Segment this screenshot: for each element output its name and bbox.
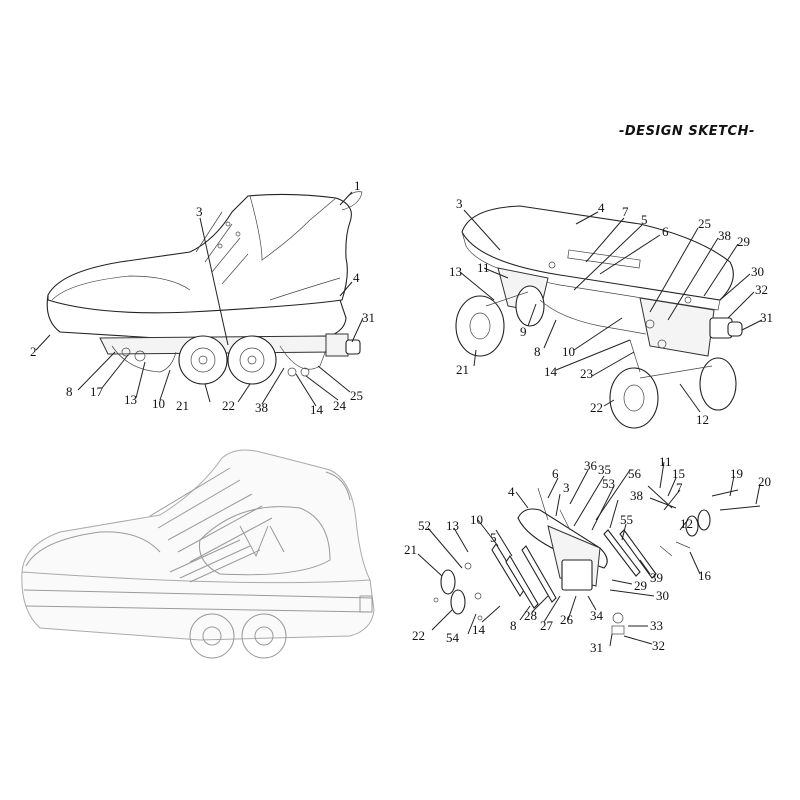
exploded-view-drawing xyxy=(433,485,761,635)
exp-label-52: 52 xyxy=(418,518,431,533)
exp-label-13: 13 xyxy=(446,518,459,533)
persp-label-25: 25 xyxy=(698,216,711,231)
side-label-17: 17 xyxy=(90,384,104,399)
persp-label-9: 9 xyxy=(520,324,527,339)
persp-label-8: 8 xyxy=(534,344,541,359)
exp-label-34: 34 xyxy=(590,608,604,623)
persp-label-7: 7 xyxy=(622,204,629,219)
persp-label-21: 21 xyxy=(456,362,469,377)
exp-label-5: 5 xyxy=(490,530,497,545)
exp-label-12: 12 xyxy=(680,516,693,531)
side-label-3: 3 xyxy=(196,204,203,219)
persp-label-38: 38 xyxy=(718,228,731,243)
persp-label-22: 22 xyxy=(590,400,603,415)
persp-label-6: 6 xyxy=(662,224,669,239)
perspective-view-leaders xyxy=(459,209,763,413)
exp-label-19: 19 xyxy=(730,466,743,481)
exp-label-32: 32 xyxy=(652,638,665,653)
exp-label-7: 7 xyxy=(676,480,683,495)
exp-label-33: 33 xyxy=(650,618,663,633)
exploded-view-leaders xyxy=(417,461,761,647)
exp-label-8: 8 xyxy=(510,618,517,633)
persp-label-31: 31 xyxy=(760,310,773,325)
exp-label-6: 6 xyxy=(552,466,559,481)
exp-label-3: 3 xyxy=(563,480,570,495)
side-label-25: 25 xyxy=(350,388,363,403)
exploded-view-labels: 6 36 35 11 15 19 20 4 3 53 56 38 7 52 13… xyxy=(404,454,771,655)
persp-label-3: 3 xyxy=(456,196,463,211)
persp-label-14: 14 xyxy=(544,364,558,379)
sneaker-illustration xyxy=(21,449,375,659)
side-label-31: 31 xyxy=(362,310,375,325)
exp-label-35: 35 xyxy=(598,462,611,477)
exp-label-4: 4 xyxy=(508,484,515,499)
exp-label-31: 31 xyxy=(590,640,603,655)
exp-label-38: 38 xyxy=(630,488,643,503)
exp-label-10: 10 xyxy=(470,512,483,527)
exp-label-11: 11 xyxy=(659,454,672,469)
exp-label-36: 36 xyxy=(584,458,598,473)
exp-label-55: 55 xyxy=(620,512,633,527)
side-label-38: 38 xyxy=(255,400,268,415)
side-label-10: 10 xyxy=(152,396,165,411)
exp-label-26: 26 xyxy=(560,612,574,627)
exp-label-39: 39 xyxy=(650,570,663,585)
exp-label-20: 20 xyxy=(758,474,771,489)
persp-label-4: 4 xyxy=(598,200,605,215)
persp-label-30: 30 xyxy=(751,264,764,279)
exp-label-53: 53 xyxy=(602,476,615,491)
side-view-drawing xyxy=(46,191,363,385)
side-label-13: 13 xyxy=(124,392,137,407)
exp-label-28: 28 xyxy=(524,608,537,623)
persp-label-10: 10 xyxy=(562,344,575,359)
side-label-21: 21 xyxy=(176,398,189,413)
exp-label-16: 16 xyxy=(698,568,712,583)
side-label-1: 1 xyxy=(354,178,361,193)
persp-label-32: 32 xyxy=(755,282,768,297)
perspective-view-labels: 3 4 7 5 6 25 38 29 13 11 30 32 31 9 8 10… xyxy=(449,196,773,427)
exp-label-14: 14 xyxy=(472,622,486,637)
exp-label-29: 29 xyxy=(634,578,647,593)
side-label-22: 22 xyxy=(222,398,235,413)
persp-label-11: 11 xyxy=(477,260,490,275)
persp-label-29: 29 xyxy=(737,234,750,249)
design-sketch-title: -DESIGN SKETCH- xyxy=(619,124,755,139)
exp-label-56: 56 xyxy=(628,466,642,481)
exp-label-30: 30 xyxy=(656,588,669,603)
side-label-4: 4 xyxy=(353,270,360,285)
side-view-leaders xyxy=(35,191,364,407)
exp-label-21: 21 xyxy=(404,542,417,557)
side-label-24: 24 xyxy=(333,398,347,413)
side-label-14: 14 xyxy=(310,402,324,417)
side-label-2: 2 xyxy=(30,344,37,359)
persp-label-5: 5 xyxy=(641,212,648,227)
exp-label-15: 15 xyxy=(672,466,685,481)
side-label-8: 8 xyxy=(66,384,73,399)
persp-label-13: 13 xyxy=(449,264,462,279)
persp-label-23: 23 xyxy=(580,366,593,381)
exp-label-22: 22 xyxy=(412,628,425,643)
perspective-view-drawing xyxy=(455,205,743,429)
side-view-labels: 1 3 4 2 31 8 17 13 10 21 22 38 14 24 25 xyxy=(30,178,375,417)
exp-label-27: 27 xyxy=(540,618,554,633)
exp-label-54: 54 xyxy=(446,630,460,645)
persp-label-12: 12 xyxy=(696,412,709,427)
